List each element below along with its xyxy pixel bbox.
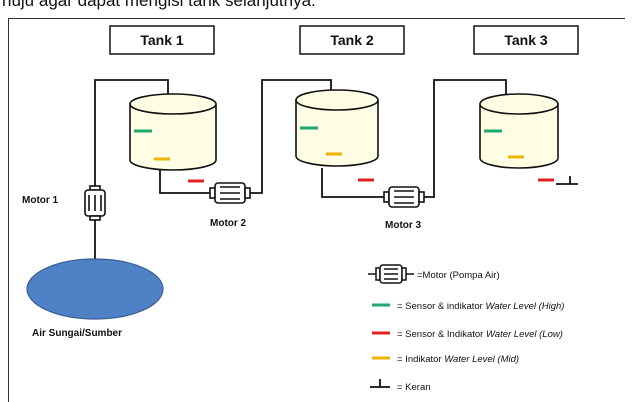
motor-3-label: Motor 3 xyxy=(385,220,422,231)
pipe-motor3-tank3 xyxy=(424,79,507,198)
pipe-motor2-tank2 xyxy=(250,79,332,194)
legend-indicator-mid-italic: Water Level (Mid) xyxy=(444,354,519,365)
pipe-tank1-motor2 xyxy=(159,168,212,194)
caption-text: nuju agar dapat mengisi tank selanjutnya… xyxy=(2,0,316,10)
legend-motor-icon xyxy=(368,264,414,284)
legend-sensor-low-text: = Sensor & Indikator Water Level (Low) xyxy=(397,329,563,340)
legend-sensor-high-text: = Sensor & indikator Water Level (High) xyxy=(397,301,564,312)
legend-sensor-high-italic: Water Level (High) xyxy=(485,301,564,312)
legend-indicator-mid-text: = Indikator Water Level (Mid) xyxy=(397,354,519,365)
water-source-label: Air Sungai/Sumber xyxy=(32,328,122,339)
motor-1-label: Motor 1 xyxy=(22,195,59,206)
legend-sensor-low-prefix: = Sensor & Indikator xyxy=(397,329,486,340)
pipe-motor1-tank1 xyxy=(94,79,169,188)
tank-2-label: Tank 2 xyxy=(330,32,374,48)
legend-tap-icon xyxy=(370,379,390,388)
tank-3 xyxy=(479,93,559,169)
motor-2-label: Motor 2 xyxy=(210,218,247,229)
level-indicators xyxy=(134,126,554,183)
diagram-frame xyxy=(8,18,625,402)
tank-1 xyxy=(129,93,217,171)
legend: =Motor (Pompa Air) = Sensor & indikator … xyxy=(368,264,564,393)
legend-tap-text: = Keran xyxy=(397,382,431,393)
pipe-tank2-motor3 xyxy=(321,168,384,198)
motor-1-icon xyxy=(84,185,106,221)
tank-1-label-box: Tank 1 xyxy=(109,25,215,55)
legend-sensor-low-italic: Water Level (Low) xyxy=(486,329,563,340)
tank-3-label: Tank 3 xyxy=(504,32,548,48)
tank-2 xyxy=(295,89,379,167)
legend-sensor-high-prefix: = Sensor & indikator xyxy=(397,301,485,312)
tank-1-label: Tank 1 xyxy=(140,32,184,48)
water-source-ellipse xyxy=(26,258,164,320)
motor-2-icon xyxy=(209,182,251,204)
legend-indicator-mid-prefix: = Indikator xyxy=(397,354,444,365)
tank3-tap-icon xyxy=(556,176,578,185)
legend-motor-text: =Motor (Pompa Air) xyxy=(417,270,500,281)
tank-3-label-box: Tank 3 xyxy=(473,25,579,55)
pipes xyxy=(94,79,507,262)
tank-2-label-box: Tank 2 xyxy=(299,25,405,55)
motor-3-icon xyxy=(383,186,425,208)
